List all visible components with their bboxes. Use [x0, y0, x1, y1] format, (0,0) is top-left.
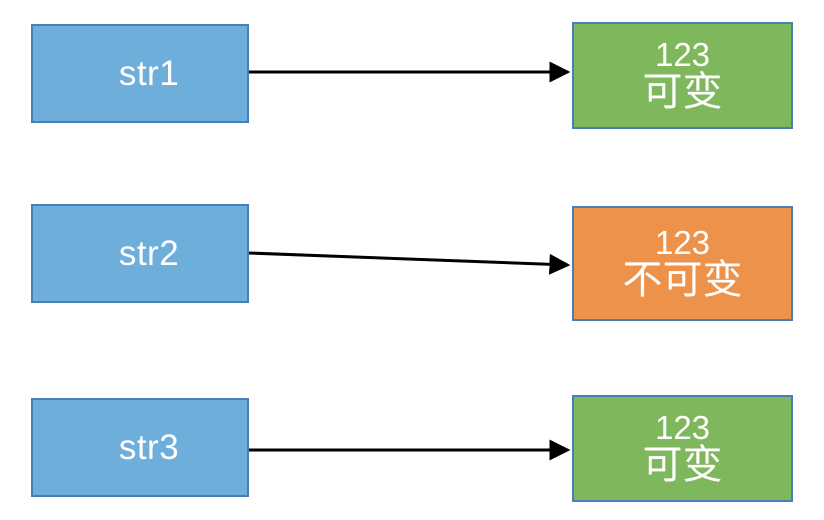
value-word: 可变: [642, 442, 723, 487]
value-number: 123: [654, 224, 711, 262]
value-word: 可变: [642, 69, 723, 114]
value-number: 123: [654, 409, 711, 447]
variable-label: str2: [118, 234, 180, 273]
variable-label: str1: [118, 54, 180, 93]
value-number: 123: [654, 36, 711, 74]
variable-label: str3: [118, 428, 180, 467]
arrow-str2-to-value: [248, 251, 571, 275]
value-box-mutable-2[interactable]: 123 可变: [572, 395, 793, 502]
variable-box-str2[interactable]: str2: [31, 204, 249, 303]
value-word: 不可变: [622, 257, 743, 302]
variable-box-str1[interactable]: str1: [31, 24, 249, 123]
value-box-immutable-1[interactable]: 123 不可变: [572, 206, 793, 321]
variable-box-str3[interactable]: str3: [31, 398, 249, 497]
value-box-mutable-1[interactable]: 123 可变: [572, 22, 793, 129]
